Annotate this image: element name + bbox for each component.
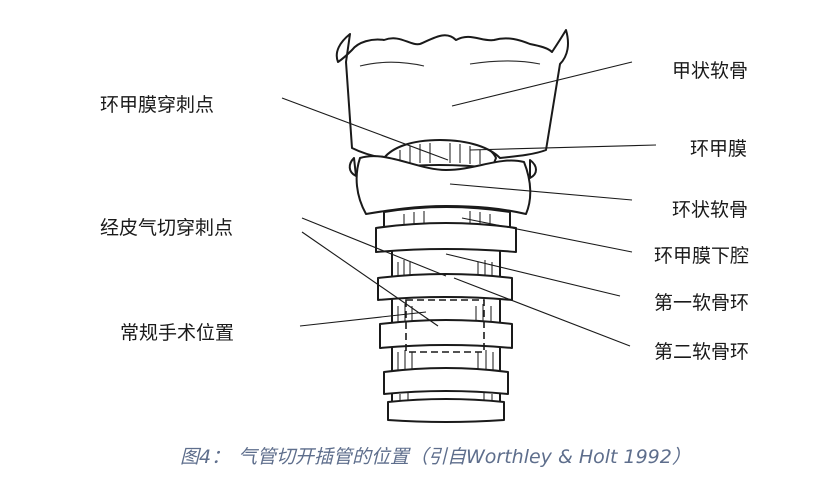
leader-cricothyroid-puncture (281, 97, 449, 161)
right-labels: 甲状软骨 环甲膜 环状软骨 环甲膜下腔 第一软骨环 第二软骨环 (654, 60, 749, 363)
label-thyroid-cartilage: 甲状软骨 (672, 60, 748, 82)
label-conventional-site: 常规手术位置 (120, 322, 234, 344)
thyroid-cartilage-shape (335, 29, 569, 159)
caption-figure-number: 图4： (180, 446, 230, 468)
fifth-ring-shape (387, 398, 505, 423)
anatomy-drawing (335, 29, 569, 423)
leader-lines (281, 61, 657, 347)
second-ring-shape (377, 273, 513, 301)
leader-second-ring (453, 277, 631, 347)
cricoid-cartilage-shape (348, 155, 537, 215)
label-cricothyroid-puncture: 环甲膜穿刺点 (100, 94, 214, 116)
figure-caption: 图4： 气管切开插管的位置（引自Worthley & Holt 1992） (180, 446, 691, 468)
label-percutaneous-puncture: 经皮气切穿刺点 (100, 217, 233, 239)
fourth-ring-shape (383, 367, 509, 395)
left-labels: 环甲膜穿刺点 经皮气切穿刺点 常规手术位置 (100, 94, 234, 344)
leader-percutaneous-a (301, 217, 447, 277)
label-subglottic-space: 环甲膜下腔 (654, 245, 749, 267)
label-first-ring: 第一软骨环 (654, 292, 749, 314)
caption-text: 气管切开插管的位置（引自Worthley & Holt 1992） (238, 446, 691, 468)
leader-cricoid-cartilage (449, 183, 633, 201)
leader-percutaneous-b (301, 231, 439, 327)
label-second-ring: 第二软骨环 (654, 341, 749, 363)
label-cricoid-cartilage: 环状软骨 (672, 199, 748, 221)
tracheal-rings (375, 222, 517, 423)
leader-conventional (299, 311, 427, 327)
label-cricothyroid-membrane: 环甲膜 (690, 138, 747, 160)
conventional-site-box (405, 299, 485, 353)
leader-first-ring (445, 253, 621, 297)
leader-subglottic (461, 217, 633, 253)
leader-cricothyroid-membrane (469, 144, 657, 151)
leader-thyroid-cartilage (451, 61, 633, 107)
first-ring-shape (375, 222, 517, 253)
third-ring-shape (379, 319, 513, 349)
